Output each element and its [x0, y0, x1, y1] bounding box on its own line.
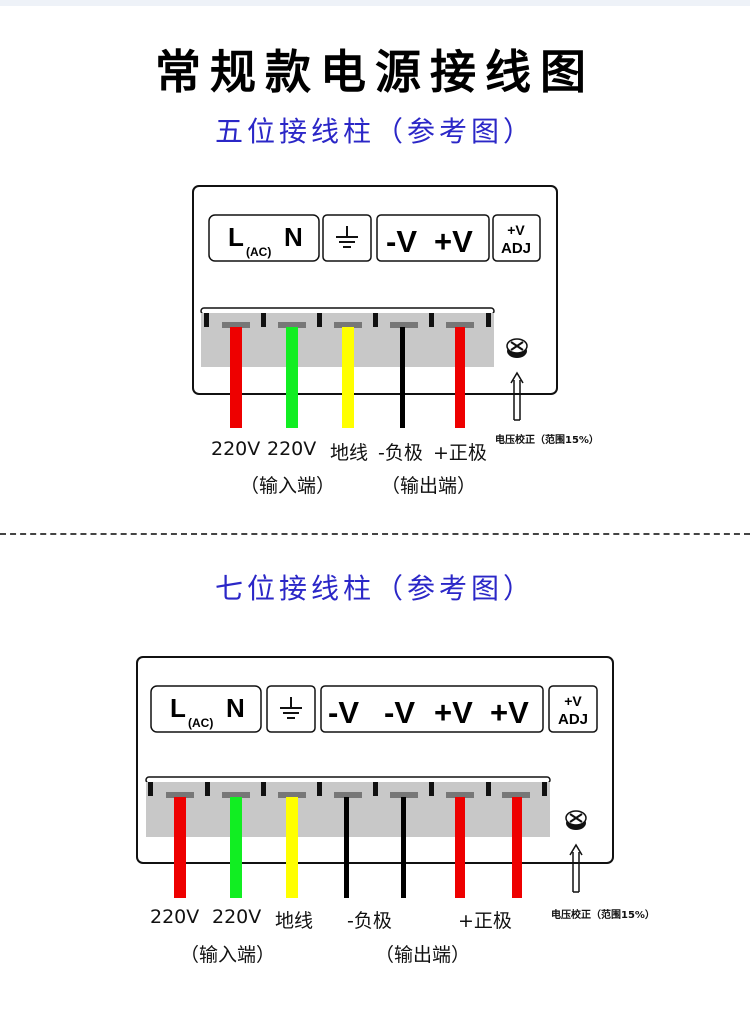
seven-label-ac: (AC) [188, 716, 213, 730]
five-wire-neutral [286, 327, 298, 428]
five-wire-negative [400, 327, 405, 428]
five-adj-top: +V [507, 222, 525, 238]
five-label-positive: +正极 [433, 442, 487, 464]
seven-terminal-subtitle: 七位接线柱（参考图） [214, 572, 535, 605]
five-label-pos: +V [434, 224, 473, 259]
seven-adj-top: +V [564, 693, 582, 709]
seven-wire-positive-1 [455, 797, 465, 898]
five-adj-arrow-icon [510, 371, 524, 421]
five-label-n: N [284, 222, 303, 252]
seven-dc-label-box [320, 685, 544, 733]
seven-wire-negative-1 [344, 797, 349, 898]
five-terminal-dividers [204, 313, 491, 327]
seven-adj-potentiometer-icon [565, 810, 587, 830]
five-label-negative: -负极 [378, 442, 423, 464]
five-wire-live [230, 327, 242, 428]
five-label-output: （输出端） [381, 475, 477, 497]
five-label-ground: 地线 [330, 442, 369, 464]
five-adj-bottom: ADJ [501, 240, 531, 257]
seven-terminal-dividers [148, 782, 547, 796]
seven-wire-earth [286, 797, 298, 898]
seven-label-negative: -负极 [347, 910, 392, 932]
seven-label-neg1: -V [328, 695, 359, 730]
five-label-220v-live: 220V [211, 438, 261, 460]
five-label-neg: -V [386, 224, 417, 259]
five-label-ac: (AC) [246, 245, 271, 259]
seven-label-pos2: +V [490, 695, 529, 730]
seven-label-input: （输入端） [180, 944, 276, 966]
five-adj-label-box [492, 214, 541, 262]
seven-label-neg2: -V [384, 695, 415, 730]
seven-label-pos1: +V [434, 695, 473, 730]
seven-label-220v-live: 220V [150, 906, 200, 928]
five-wire-positive-red [455, 327, 465, 428]
seven-label-l: L [170, 693, 186, 723]
seven-terminal-screws [166, 792, 530, 798]
five-wire-earth [342, 327, 354, 428]
seven-wire-live [174, 797, 186, 898]
seven-ground-icon [280, 697, 302, 719]
top-bar [0, 0, 750, 6]
seven-adj-bottom: ADJ [558, 711, 588, 728]
seven-wire-neutral [230, 797, 242, 898]
seven-adj-note: 电压校正（范围15%） [551, 910, 655, 921]
seven-wire-negative-2 [401, 797, 406, 898]
section-divider [0, 533, 750, 535]
seven-ln-label-box [150, 685, 262, 733]
seven-adj-arrow-icon [569, 843, 583, 893]
five-label-220v-neutral: 220V [267, 438, 317, 460]
five-adj-potentiometer-icon [506, 338, 528, 358]
seven-label-n: N [226, 693, 245, 723]
five-terminal-screws [222, 322, 474, 328]
five-dc-label-box [376, 214, 490, 262]
five-ln-label-box [208, 214, 320, 262]
seven-label-output: （输出端） [375, 944, 471, 966]
seven-label-ground: 地线 [275, 910, 314, 932]
page-title: 常规款电源接线图 [155, 45, 595, 99]
five-ground-icon [336, 226, 358, 248]
five-adj-note: 电压校正（范围15%） [495, 435, 599, 446]
seven-label-positive: +正极 [458, 910, 512, 932]
seven-wire-positive-2 [512, 797, 522, 898]
five-label-input: （输入端） [240, 475, 336, 497]
seven-label-220v-neutral: 220V [212, 906, 262, 928]
five-terminal-subtitle: 五位接线柱（参考图） [214, 115, 535, 148]
five-label-l: L [228, 222, 244, 252]
seven-adj-label-box [548, 685, 598, 733]
